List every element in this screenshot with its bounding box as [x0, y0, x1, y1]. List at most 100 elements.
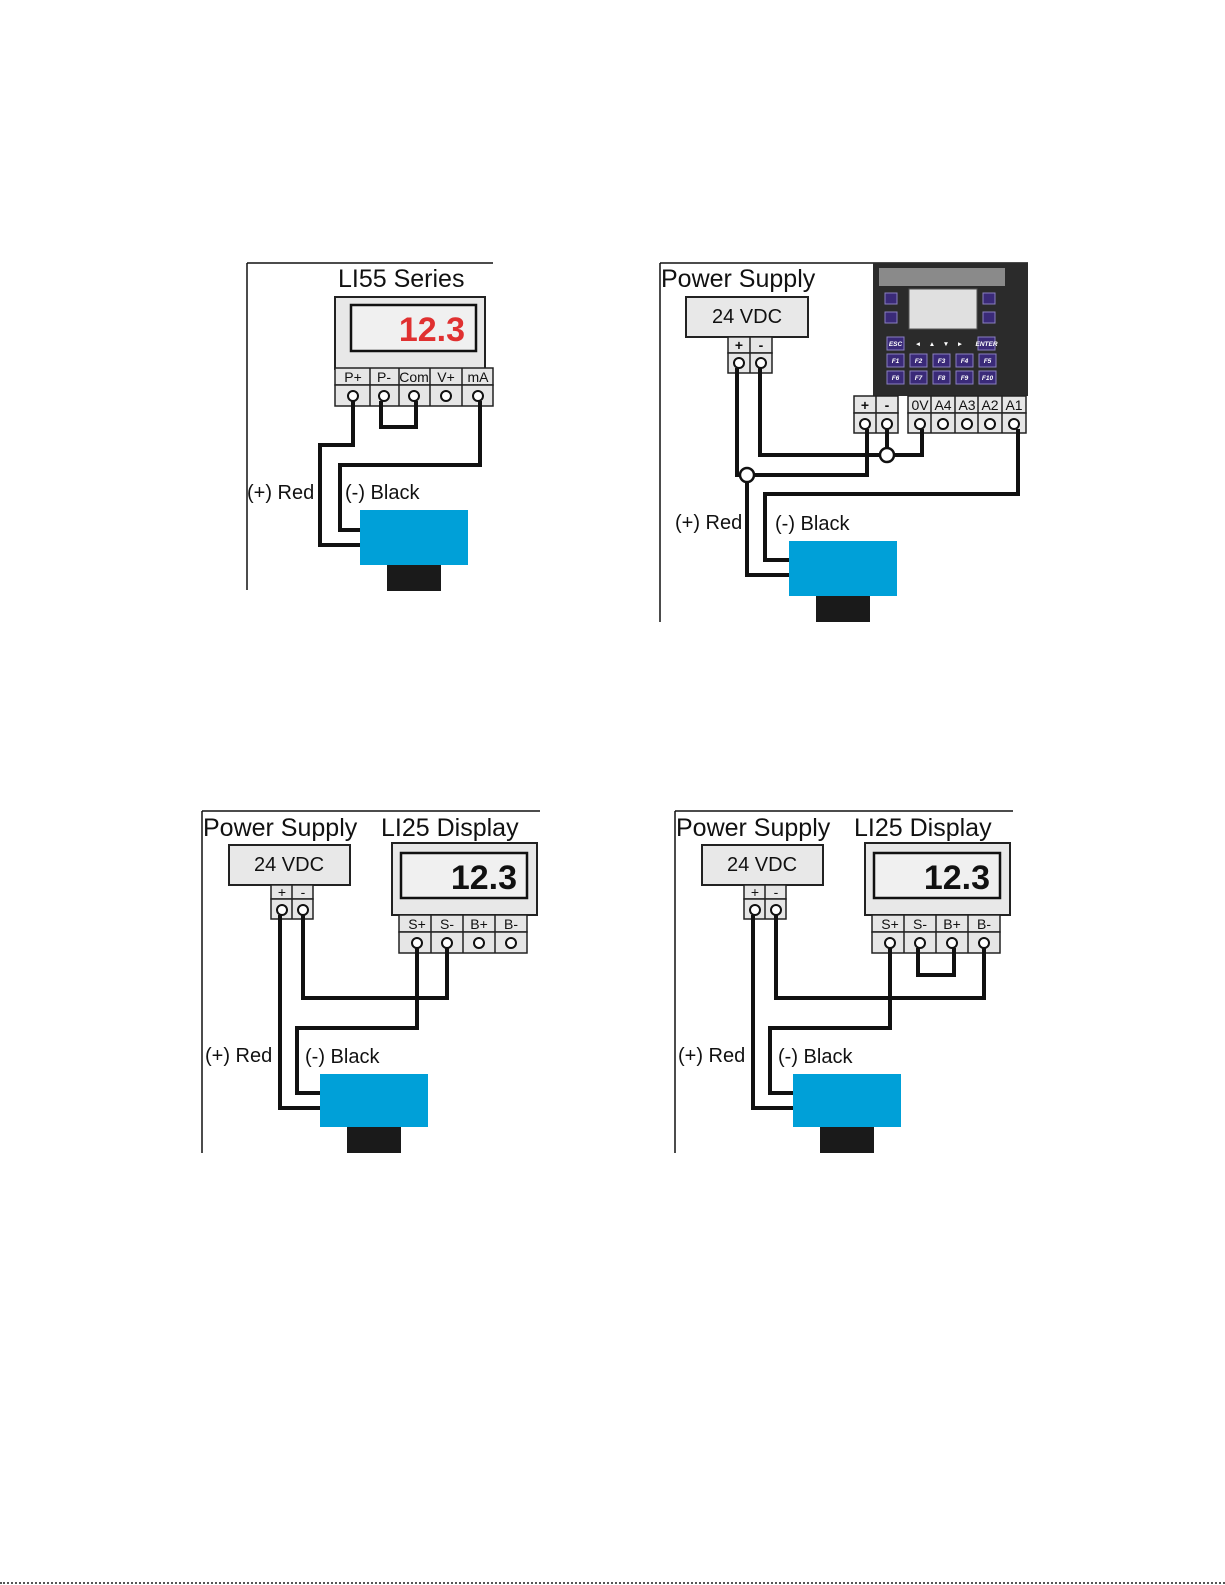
plc-key-label: F4 [961, 358, 969, 365]
li55-display-window [349, 303, 478, 353]
jumper-wire [379, 401, 418, 429]
plc-key-label: ESC [889, 341, 903, 348]
plc-key-label: F6 [892, 375, 900, 382]
plc-minus-label: - [885, 397, 890, 413]
red-wire [751, 915, 793, 1110]
black-wire-label: (-) Black [778, 1046, 853, 1068]
terminal-label-v-plus: V+ [437, 369, 455, 385]
plc-key-label: ENTER [975, 341, 997, 348]
plc-key-label: ▲ [929, 341, 935, 348]
li25-terminal-strip: S+ S- B+ B- [398, 914, 528, 954]
plc-key-label: ► [957, 341, 963, 348]
plc-key [977, 336, 996, 351]
plc-key [909, 370, 928, 385]
plc-key [886, 370, 905, 385]
plc-key-label: F10 [982, 375, 994, 382]
li25-display-window [399, 851, 529, 900]
supply-minus-wire [301, 915, 449, 1000]
black-wire [295, 948, 419, 1095]
level-sensor [789, 541, 897, 596]
plc-key-label: F8 [938, 375, 946, 382]
supply-minus-wire [758, 368, 889, 457]
plc-key-label: F5 [984, 358, 992, 365]
plc-key [932, 370, 951, 385]
terminal-label-b-plus: B+ [470, 916, 488, 932]
supply-plus-label: + [751, 884, 759, 900]
li55-title: LI55 Series [338, 265, 464, 293]
terminal-label-ma: mA [468, 369, 490, 385]
supply-plus-wire [735, 368, 869, 477]
li55-terminal-strip: P+ P- Com V+ mA [334, 367, 494, 407]
supply-minus-label: - [759, 337, 764, 353]
power-supply-voltage: 24 VDC [727, 854, 797, 876]
terminal-label-s-plus: S+ [408, 916, 426, 932]
plc-key [932, 353, 951, 368]
plc-0v-label: 0V [911, 397, 929, 413]
power-supply-terminals: + - [270, 884, 314, 920]
power-supply-box [685, 296, 809, 338]
terminal-label-s-minus: S- [913, 916, 927, 932]
plc-a1-label: A1 [1005, 397, 1022, 413]
junction-node [878, 446, 896, 464]
red-wire [745, 475, 789, 577]
plc-a3-label: A3 [958, 397, 975, 413]
terminal-label-p-minus: P- [377, 369, 391, 385]
terminal-label-b-plus: B+ [943, 916, 961, 932]
sensor-cable-gland [387, 565, 441, 591]
supply-plus-label: + [278, 884, 286, 900]
terminal-label-s-plus: S+ [881, 916, 899, 932]
red-wire-label: (+) Red [205, 1045, 272, 1067]
li55-wiring-diagram: LI55 Series 12.3 P+ P- Com V+ mA (+) Red… [246, 262, 494, 591]
red-wire-label: (+) Red [247, 482, 314, 504]
page-bottom-rule [0, 1582, 1225, 1584]
power-supply-terminals: + - [743, 884, 787, 920]
li25-wiring-diagram-a: Power Supply LI25 Display 24 VDC + - 12.… [201, 810, 540, 1153]
junction-node [738, 466, 756, 484]
plc-key [955, 370, 974, 385]
plc-key [909, 353, 928, 368]
supply-minus-label: - [301, 884, 306, 900]
li25-display-title: LI25 Display [854, 814, 992, 842]
power-supply-terminals: + - [727, 336, 773, 374]
power-supply-title: Power Supply [676, 814, 831, 842]
plc-power-terminals: + - [853, 395, 899, 434]
power-supply-box [701, 844, 824, 886]
black-wire-label: (-) Black [345, 482, 420, 504]
supply-minus-label: - [774, 884, 779, 900]
plc-key-label: F3 [938, 358, 946, 365]
plc-a4-label: A4 [934, 397, 951, 413]
black-wire [768, 948, 892, 1095]
plc-a2-label: A2 [981, 397, 998, 413]
terminal-label-p-plus: P+ [344, 369, 362, 385]
sensor-cable-gland [347, 1127, 401, 1153]
li25-wiring-diagram-b: Power Supply LI25 Display 24 VDC + - 12.… [674, 810, 1013, 1153]
red-wire-label: (+) Red [678, 1045, 745, 1067]
plc-key-label: F9 [961, 375, 969, 382]
power-supply-title: Power Supply [203, 814, 358, 842]
plc-0v-wire [887, 429, 924, 457]
supply-minus-wire [774, 915, 986, 1000]
plc-input-terminals: 0V A4 A3 A2 A1 [907, 395, 1027, 434]
plc-key [978, 353, 997, 368]
terminal-label-s-minus: S- [440, 916, 454, 932]
level-sensor [320, 1074, 428, 1127]
black-wire-label: (-) Black [305, 1046, 380, 1068]
sensor-cable-gland [816, 596, 870, 622]
plc-key-label: ▼ [943, 341, 949, 348]
black-wire-label: (-) Black [775, 513, 850, 535]
terminal-label-b-minus: B- [504, 916, 518, 932]
plc-key-label: F1 [892, 358, 900, 365]
plc-key [886, 353, 905, 368]
plc-key [886, 336, 905, 351]
li55-display-value: 12.3 [399, 311, 465, 349]
red-wire [318, 401, 362, 547]
plc-key-label: ◄ [915, 341, 921, 348]
plc-key-label: F2 [915, 358, 923, 365]
power-supply-voltage: 24 VDC [712, 306, 782, 328]
level-sensor [793, 1074, 901, 1127]
plc-key [978, 370, 997, 385]
plc-plus-label: + [861, 397, 869, 413]
plc-screen [908, 288, 978, 330]
